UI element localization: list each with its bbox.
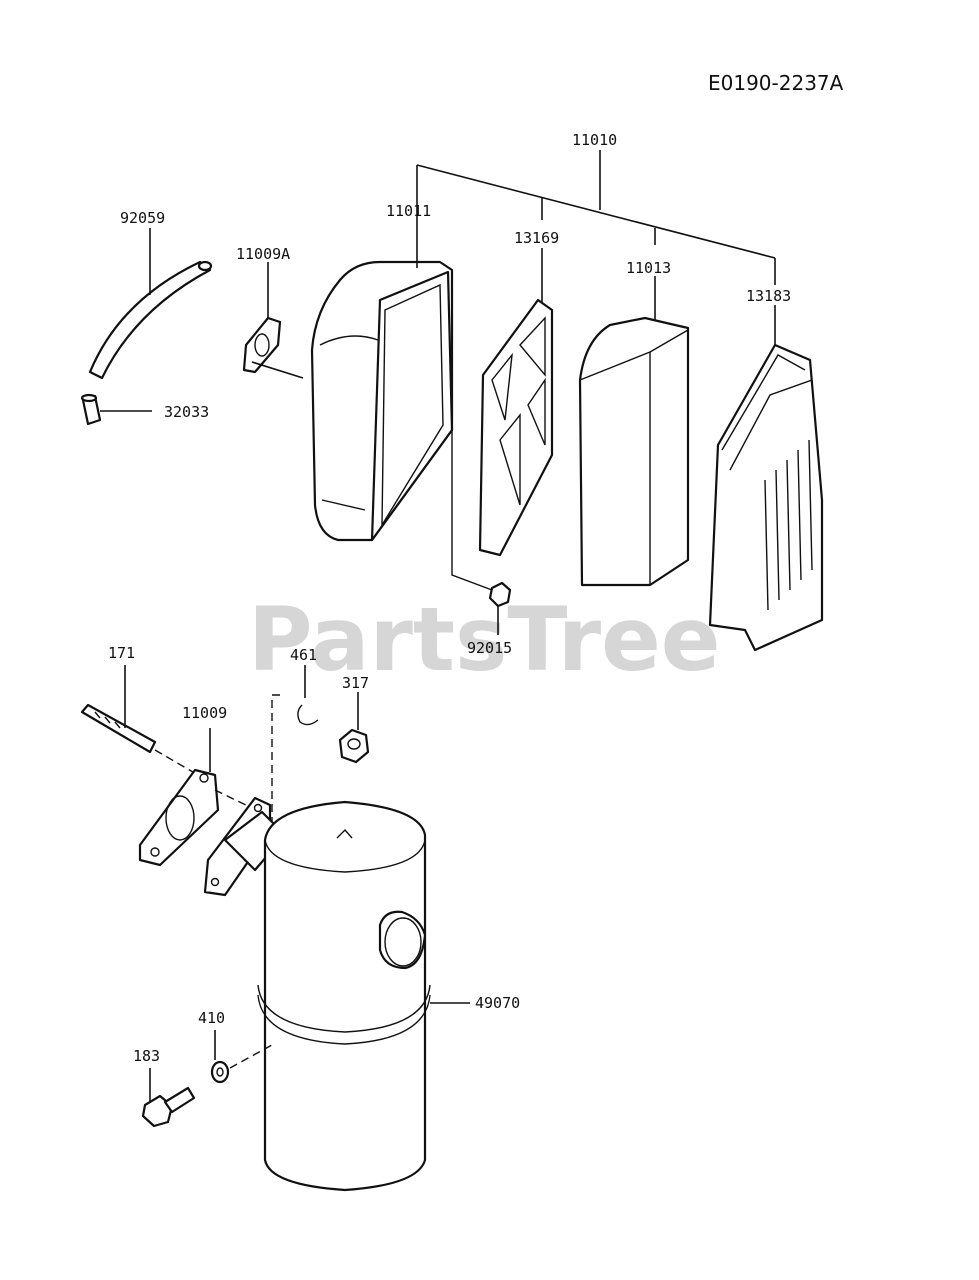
label-49070: 49070 — [475, 994, 520, 1012]
label-11013: 11013 — [626, 259, 671, 277]
label-11011: 11011 — [386, 202, 431, 220]
stud-bolt-171 — [80, 665, 199, 776]
label-183: 183 — [133, 1047, 160, 1065]
gasket-11009a — [242, 262, 304, 379]
air-cleaner-cover-13183 — [708, 305, 824, 652]
watermark: PartsTree — [248, 588, 720, 691]
label-171: 171 — [108, 644, 135, 662]
nut-92015 — [451, 430, 512, 635]
label-410: 410 — [198, 1009, 225, 1027]
nut-317 — [338, 692, 370, 764]
bolt-183 — [141, 1068, 196, 1128]
label-92015: 92015 — [467, 639, 512, 657]
air-filter-element-11013 — [578, 276, 690, 587]
clip-461 — [271, 665, 319, 825]
element-grid-13169 — [478, 248, 554, 557]
label-92059: 92059 — [120, 209, 165, 227]
label-11009: 11009 — [182, 704, 227, 722]
label-13169: 13169 — [514, 229, 559, 247]
clamp-32033 — [80, 393, 152, 426]
air-cleaner-case-11011 — [310, 260, 454, 542]
muffler-49070 — [203, 796, 470, 1192]
label-11009a: 11009A — [236, 245, 290, 263]
label-13183: 13183 — [746, 287, 791, 305]
label-11010: 11010 — [572, 131, 617, 149]
label-317: 317 — [342, 674, 369, 692]
label-461: 461 — [290, 646, 317, 664]
assembly-bracket-11010 — [416, 150, 776, 285]
label-32033: 32033 — [164, 403, 209, 421]
washer-410 — [210, 1030, 273, 1084]
diagram-code: E0190-2237A — [708, 71, 844, 95]
breather-tube-92059 — [88, 228, 213, 380]
